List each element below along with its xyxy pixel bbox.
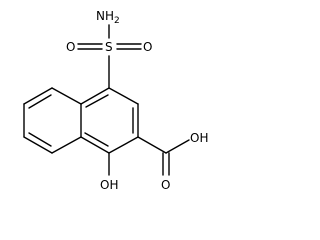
carbonyl-o-label: O bbox=[161, 178, 170, 192]
bond-c4a-c5 bbox=[51, 87, 82, 105]
bond-c4a-c4-inner bbox=[85, 94, 109, 108]
bond-c7-c8-inner bbox=[28, 132, 52, 147]
hydroxyl-label: OH bbox=[100, 178, 118, 192]
oxygen-right-label: O bbox=[143, 40, 152, 54]
carboxyl-oh-label: OH bbox=[190, 131, 208, 145]
bond-c5-c6 bbox=[23, 87, 53, 105]
bond-ccooh-oh bbox=[165, 139, 190, 154]
bond-c8-c8a bbox=[51, 136, 82, 154]
sulfur-label: S bbox=[105, 40, 113, 54]
bond-c2-c1 bbox=[108, 136, 139, 154]
bond-c1-c8a bbox=[80, 136, 110, 154]
amine-label: NH2 bbox=[96, 9, 120, 26]
molecule-structure: NH2 S O O OH O OH bbox=[23, 9, 208, 192]
bond-c5-c6-inner bbox=[28, 94, 52, 109]
bond-c4a-c4 bbox=[80, 87, 110, 105]
bond-c2-ccooh bbox=[137, 136, 167, 154]
bond-c4-c3 bbox=[108, 87, 139, 105]
sulfonamide-bonds bbox=[77, 24, 142, 89]
oxygen-left-label: O bbox=[66, 40, 75, 54]
naphthalene-bonds bbox=[23, 87, 139, 154]
bond-c7-c8 bbox=[23, 136, 53, 154]
carboxyl-bonds bbox=[137, 136, 190, 176]
bond-c1-c8a-inner bbox=[84, 132, 109, 147]
